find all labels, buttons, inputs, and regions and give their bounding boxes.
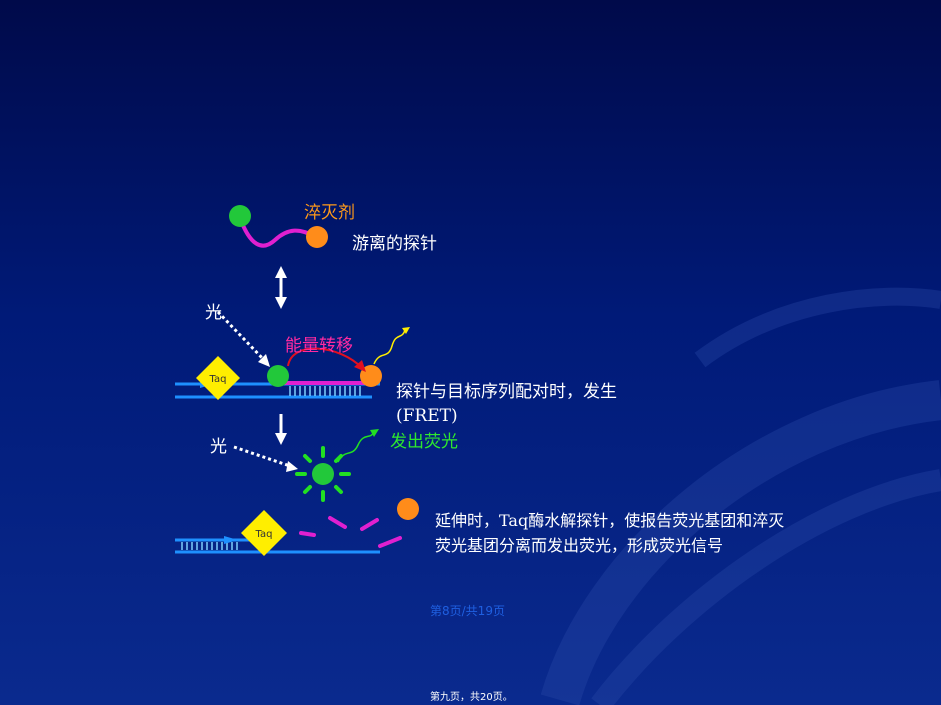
light-arrow-2 [233,445,298,472]
free-probe-label: 游离的探针 [352,234,437,254]
reporter-dye-released [312,463,334,485]
page-number-white: 第九页，共20页。 [430,692,513,703]
quencher-dye-free [306,226,328,248]
energy-transfer-arrow [287,347,363,369]
quencher-emission-wave [373,329,406,365]
quencher-dye-released [397,498,419,520]
extension-description: 延伸时，Taq酶水解探针，使报告荧光基团和淬灭荧光基团分离而发出荧光，形成荧光信… [435,511,785,555]
fluorescing-reporter [295,429,379,502]
extension-assembly: Taq [175,498,419,556]
free-probe [229,205,328,248]
emit-fluorescence-label: 发出荧光 [390,432,458,452]
cleaved-probe-fragments [299,516,402,548]
taq-label-2: Taq [255,529,273,540]
base-pairs [289,386,361,396]
process-arrow-down [275,414,287,445]
light-arrow-1 [216,310,270,367]
fret-description: 探针与目标序列配对时，发生 (FRET) [396,380,617,428]
reporter-dye-bound [267,365,289,387]
free-probe-strand [238,217,317,248]
page-number-blue: 第8页/共19页 [430,604,505,618]
energy-transfer-label: 能量转移 [285,336,353,356]
fluorescence-emission-wave [337,431,375,463]
light-label-1: 光 [205,303,222,323]
glow-rays [295,446,351,502]
bound-probe-assembly: Taq [175,327,410,400]
taq-polymerase-1 [196,356,240,400]
equilibrium-arrow [275,266,287,309]
base-pairs-2 [181,542,238,550]
background-swirl [540,287,941,705]
fret-line-1: 探针与目标序列配对时，发生 [396,382,617,402]
quencher-label: 淬灭剂 [304,203,355,223]
taq-polymerase-2 [241,510,287,556]
light-label-2: 光 [210,437,227,457]
reporter-dye-free [229,205,251,227]
taq-label-1: Taq [209,374,227,385]
fret-line-2: (FRET) [396,406,458,426]
extension-arrowhead [224,536,238,544]
